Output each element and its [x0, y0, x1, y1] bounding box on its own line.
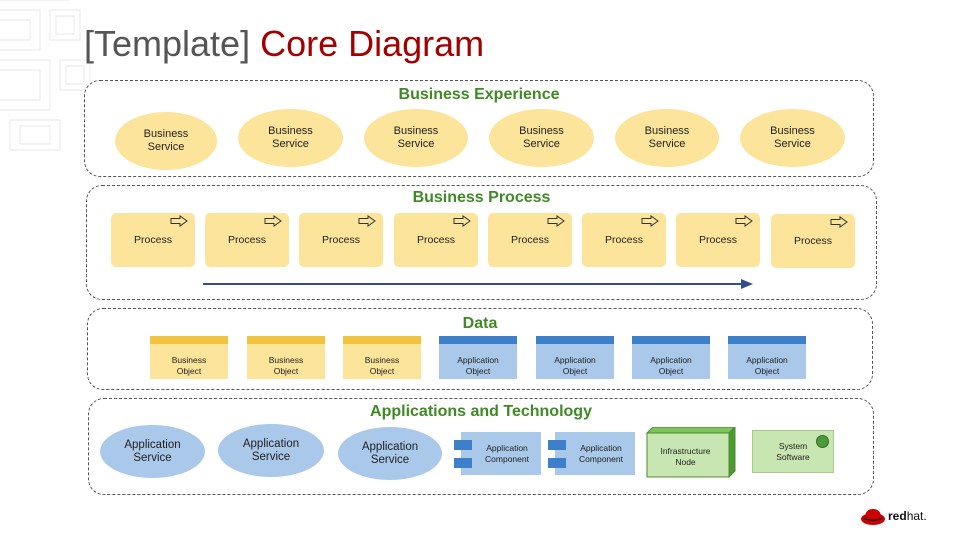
system-software-label: System Software — [776, 440, 810, 462]
system-software[interactable]: System Software — [752, 430, 834, 473]
data-title: Data — [462, 315, 498, 332]
redhat-logo — [861, 509, 885, 525]
business-service[interactable]: Business Service — [489, 109, 594, 167]
slide-title: [Template] Core Diagram — [84, 22, 484, 66]
application-service-label: Application Service — [361, 440, 419, 466]
logo-text-hat: hat. — [906, 509, 927, 523]
application-service[interactable]: Application Service — [338, 427, 442, 480]
application-object-label: Application Object — [746, 354, 788, 376]
application-object[interactable]: Application Object — [439, 336, 517, 379]
process-arrow-icon — [170, 215, 188, 227]
process-label: Process — [699, 234, 737, 246]
application-component-label: Application Component — [485, 442, 529, 464]
business-service[interactable]: Business Service — [740, 109, 845, 167]
application-service-label: Application Service — [242, 437, 300, 463]
process-label: Process — [322, 234, 360, 246]
application-component[interactable]: Application Component — [548, 432, 635, 475]
business-service[interactable]: Business Service — [238, 109, 343, 167]
process-arrow-icon — [264, 215, 282, 227]
process-label: Process — [511, 234, 549, 246]
process-step[interactable]: Process — [582, 213, 666, 267]
process-arrow-icon — [547, 215, 565, 227]
process-step[interactable]: Process — [394, 213, 478, 267]
title-prefix: [Template] — [84, 23, 251, 64]
process-label: Process — [134, 234, 172, 246]
component-tab-icon — [454, 458, 472, 468]
business-service-label: Business Service — [644, 125, 690, 150]
business-process-title: Business Process — [412, 189, 551, 206]
infrastructure-node-label: Infrastructure Node — [660, 446, 711, 467]
process-arrow-icon — [358, 215, 376, 227]
business-service[interactable]: Business Service — [364, 109, 468, 167]
business-object[interactable]: Business Object — [150, 336, 228, 379]
process-label: Process — [417, 234, 455, 246]
business-experience-title: Business Experience — [398, 86, 560, 103]
application-service[interactable]: Application Service — [100, 425, 205, 478]
business-object-label: Business Object — [171, 354, 207, 376]
title-main: Core Diagram — [260, 23, 485, 64]
business-service[interactable]: Business Service — [615, 109, 719, 167]
process-arrow-icon — [641, 215, 659, 227]
component-tab-icon — [548, 458, 566, 468]
application-component[interactable]: Application Component — [454, 432, 541, 475]
process-step[interactable]: Process — [771, 214, 855, 268]
process-step[interactable]: Process — [299, 213, 383, 267]
business-object[interactable]: Business Object — [343, 336, 421, 379]
business-object-label: Business Object — [268, 354, 304, 376]
redhat-logo-text: redhat. — [888, 508, 927, 524]
process-label: Process — [228, 234, 266, 246]
component-tab-icon — [454, 440, 472, 450]
business-object[interactable]: Business Object — [247, 336, 325, 379]
system-software-icon — [816, 435, 829, 448]
business-object-label: Business Object — [364, 354, 400, 376]
logo-text-red: red — [888, 509, 907, 523]
applications-technology-title: Applications and Technology — [370, 403, 592, 420]
process-arrow-icon — [830, 216, 848, 228]
application-service[interactable]: Application Service — [218, 424, 324, 477]
business-service-label: Business Service — [519, 125, 564, 150]
application-object[interactable]: Application Object — [536, 336, 614, 379]
process-label: Process — [794, 235, 832, 247]
application-object-label: Application Object — [554, 354, 596, 376]
business-service-label: Business Service — [393, 125, 439, 150]
business-service-label: Business Service — [268, 125, 313, 150]
infrastructure-node-shape[interactable] — [645, 427, 737, 479]
process-flow-arrow — [203, 279, 753, 289]
component-tab-icon — [548, 440, 566, 450]
process-step[interactable]: Process — [111, 213, 195, 267]
application-object[interactable]: Application Object — [632, 336, 710, 379]
business-service-label: Business Service — [143, 128, 189, 153]
process-arrow-icon — [735, 215, 753, 227]
process-step[interactable]: Process — [676, 213, 760, 267]
application-service-label: Application Service — [124, 438, 181, 464]
business-service-label: Business Service — [770, 125, 815, 150]
process-step[interactable]: Process — [488, 213, 572, 267]
application-object-label: Application Object — [457, 354, 499, 376]
process-arrow-icon — [453, 215, 471, 227]
process-label: Process — [605, 234, 643, 246]
process-step[interactable]: Process — [205, 213, 289, 267]
application-component-label: Application Component — [579, 442, 623, 464]
application-object[interactable]: Application Object — [728, 336, 806, 379]
business-service[interactable]: Business Service — [115, 112, 217, 170]
application-object-label: Application Object — [650, 354, 692, 376]
